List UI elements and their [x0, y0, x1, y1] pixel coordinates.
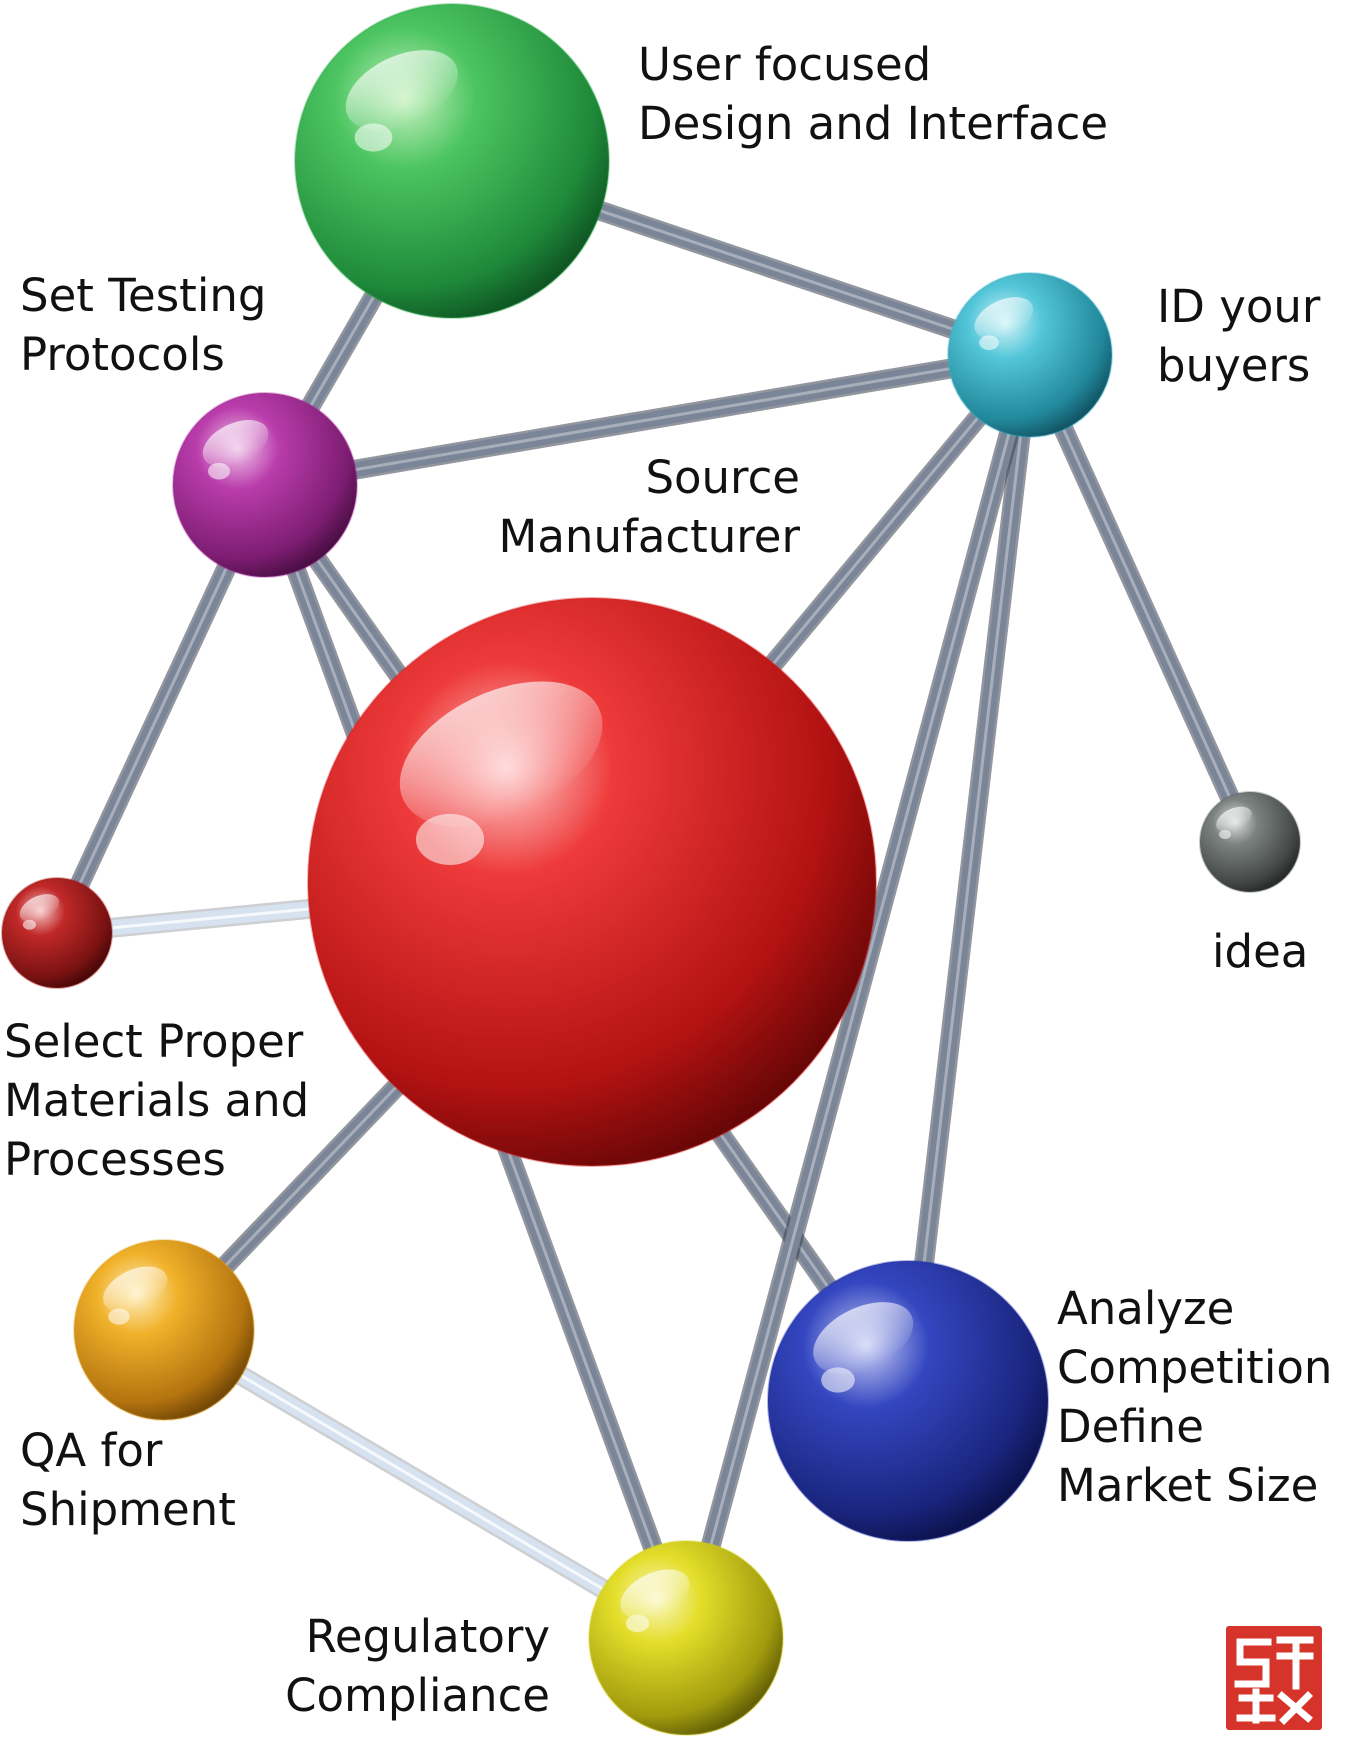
rod-id-your-buyers-analyze-competition: [900, 347, 1038, 1409]
label-line: Set Testing: [20, 269, 267, 322]
sphere-idea: [1199, 791, 1301, 893]
sphere-glint: [1219, 830, 1231, 839]
rod-id-your-buyers-regulatory-compliance: [678, 347, 1038, 1646]
sphere-shine: [813, 1302, 914, 1374]
label-id-your-buyers: ID your buyers: [1157, 277, 1320, 395]
label-set-testing-protocols: Set Testing Protocols: [20, 266, 266, 384]
label-line: Shipment: [20, 1483, 236, 1536]
label-idea: idea: [1212, 922, 1308, 981]
label-user-focused-design: User focused Design and Interface: [638, 35, 1108, 153]
label-line: Protocols: [20, 328, 225, 381]
label-analyze-competition: Analyze Competition Define Market Size: [1057, 1279, 1332, 1515]
sphere-body: [1, 877, 113, 989]
sphere-glint: [979, 335, 999, 351]
label-line: Compliance: [285, 1669, 550, 1722]
node-spheres: [1, 3, 1301, 1736]
sphere-shine: [202, 420, 269, 468]
sphere-analyze-competition: [767, 1260, 1049, 1542]
rod-id-your-buyers-idea: [1022, 347, 1258, 850]
sphere-shine: [620, 1569, 690, 1620]
label-line: idea: [1212, 925, 1309, 978]
label-source-manufacturer: Source Manufacturer: [499, 448, 800, 566]
rod-set-testing-protocols-id-your-buyers: [257, 347, 1038, 493]
rod-highlight-qa-for-shipment-regulatory-compliance: [163, 1328, 687, 1640]
sphere-body: [947, 272, 1113, 438]
sphere-shine: [19, 894, 60, 923]
sphere-body: [307, 597, 877, 1167]
sphere-body: [73, 1239, 255, 1421]
label-regulatory-compliance: Regulatory Compliance: [285, 1607, 550, 1725]
rod-highlight-set-testing-protocols-id-your-buyers: [264, 353, 1031, 487]
sphere-source-manufacturer: [307, 597, 877, 1167]
sphere-select-materials: [1, 877, 113, 989]
sphere-shine: [974, 297, 1034, 340]
label-line: Define: [1057, 1400, 1204, 1453]
sphere-glint: [625, 1614, 650, 1633]
label-line: Market Size: [1057, 1459, 1319, 1512]
rod-highlight-id-your-buyers-idea: [1028, 354, 1252, 843]
sphere-id-your-buyers: [947, 272, 1113, 438]
sphere-shine: [345, 50, 458, 131]
label-line: User focused: [638, 38, 932, 91]
sphere-regulatory-compliance: [588, 1540, 784, 1736]
sphere-set-testing-protocols: [172, 392, 358, 578]
sphere-shine: [103, 1266, 168, 1313]
label-line: Source: [645, 451, 800, 504]
red-seal-stamp-icon: [1226, 1626, 1322, 1730]
sphere-glint: [821, 1367, 855, 1393]
sphere-body: [172, 392, 358, 578]
sphere-shine: [1216, 806, 1252, 833]
label-line: buyers: [1157, 339, 1311, 392]
label-line: Design and Interface: [638, 97, 1109, 150]
label-line: Materials and: [4, 1074, 310, 1127]
sphere-glint: [354, 123, 393, 152]
label-line: Processes: [4, 1133, 226, 1186]
sphere-body: [767, 1260, 1049, 1542]
label-line: ID your: [1157, 280, 1321, 333]
label-line: Regulatory: [305, 1610, 550, 1663]
rod-highlight-id-your-buyers-regulatory-compliance: [684, 354, 1032, 1639]
label-line: QA for: [20, 1424, 163, 1477]
sphere-qa-for-shipment: [73, 1239, 255, 1421]
sphere-body: [1199, 791, 1301, 893]
sphere-glint: [207, 462, 231, 480]
label-line: Select Proper: [4, 1015, 304, 1068]
label-line: Analyze: [1057, 1282, 1235, 1335]
label-line: Competition: [1057, 1341, 1333, 1394]
sphere-body: [588, 1540, 784, 1736]
label-line: Manufacturer: [498, 510, 800, 563]
sphere-glint: [108, 1308, 130, 1325]
sphere-body: [294, 3, 610, 319]
label-qa-for-shipment: QA for Shipment: [20, 1421, 236, 1539]
sphere-glint: [415, 813, 485, 865]
sphere-user-focused-design: [294, 3, 610, 319]
sphere-shine: [399, 681, 603, 827]
rod-highlight-id-your-buyers-analyze-competition: [906, 354, 1032, 1402]
sphere-glint: [22, 919, 37, 930]
label-select-materials: Select Proper Materials and Processes: [4, 1012, 309, 1189]
